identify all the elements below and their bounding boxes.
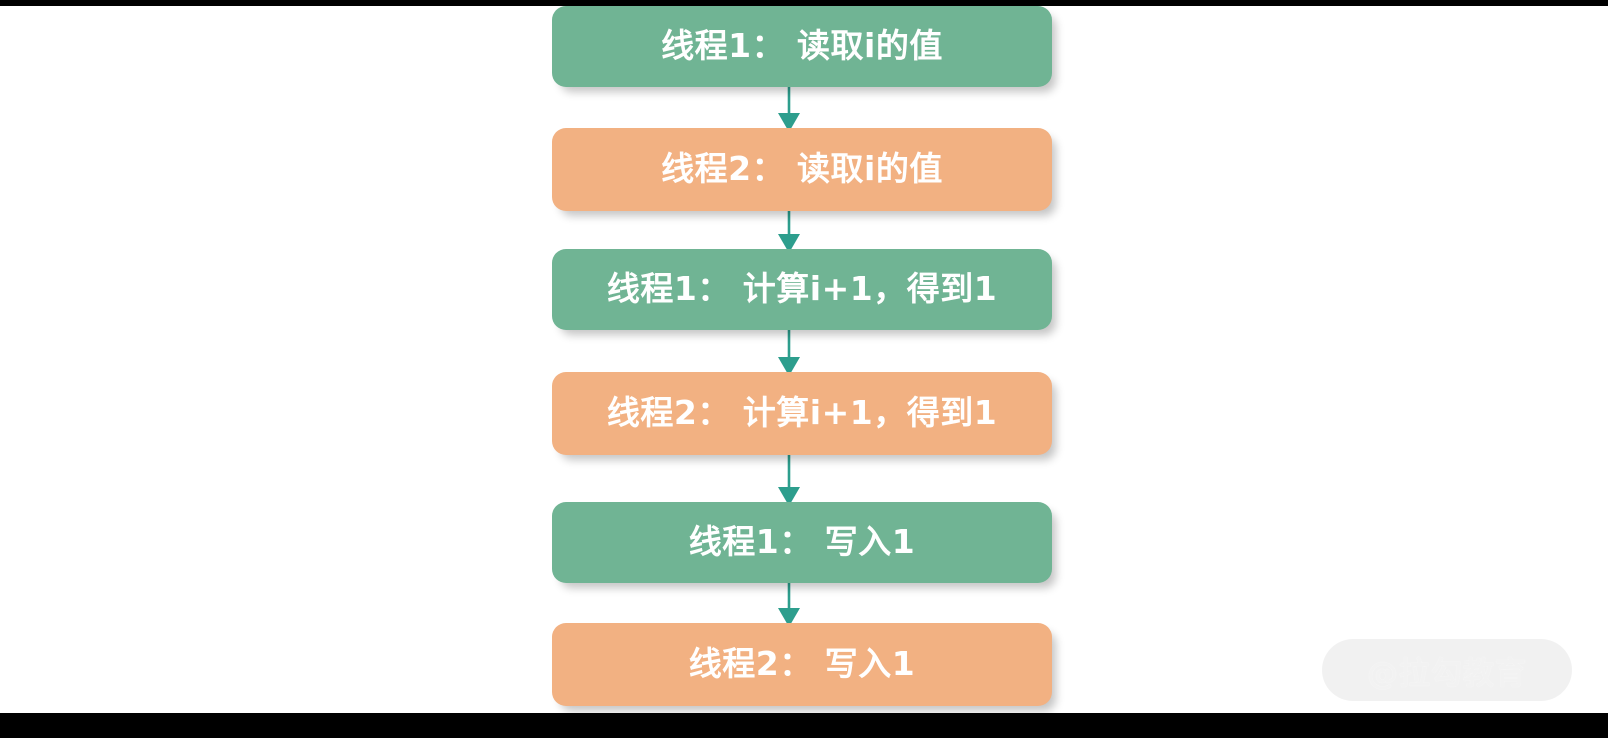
flow-node-label: 线程2： 计算i+1，得到1 <box>606 393 998 432</box>
flow-node-label: 线程1： 读取i的值 <box>661 26 943 65</box>
flow-connector-arrow <box>777 330 801 376</box>
flow-connector-arrow <box>777 455 801 506</box>
flow-node-n1: 线程1： 读取i的值 <box>552 6 1052 87</box>
watermark-text: @拉勾教育 <box>1367 655 1527 692</box>
letterbox-bottom-bar <box>0 713 1608 738</box>
flow-node-n3: 线程1： 计算i+1，得到1 <box>552 249 1052 330</box>
watermark-badge: @拉勾教育 <box>1322 639 1572 701</box>
flow-connector-arrow <box>777 211 801 253</box>
flow-node-label: 线程1： 写入1 <box>688 522 916 561</box>
letterbox-top-bar <box>0 0 1608 6</box>
flow-node-n5: 线程1： 写入1 <box>552 502 1052 583</box>
flow-node-n2: 线程2： 读取i的值 <box>552 128 1052 211</box>
flow-node-n6: 线程2： 写入1 <box>552 623 1052 706</box>
flow-node-label: 线程1： 计算i+1，得到1 <box>606 269 998 308</box>
flow-node-label: 线程2： 写入1 <box>688 644 916 683</box>
flow-node-n4: 线程2： 计算i+1，得到1 <box>552 372 1052 455</box>
flow-connector-arrow <box>777 87 801 132</box>
flow-node-label: 线程2： 读取i的值 <box>661 149 943 188</box>
flow-connector-arrow <box>777 583 801 627</box>
